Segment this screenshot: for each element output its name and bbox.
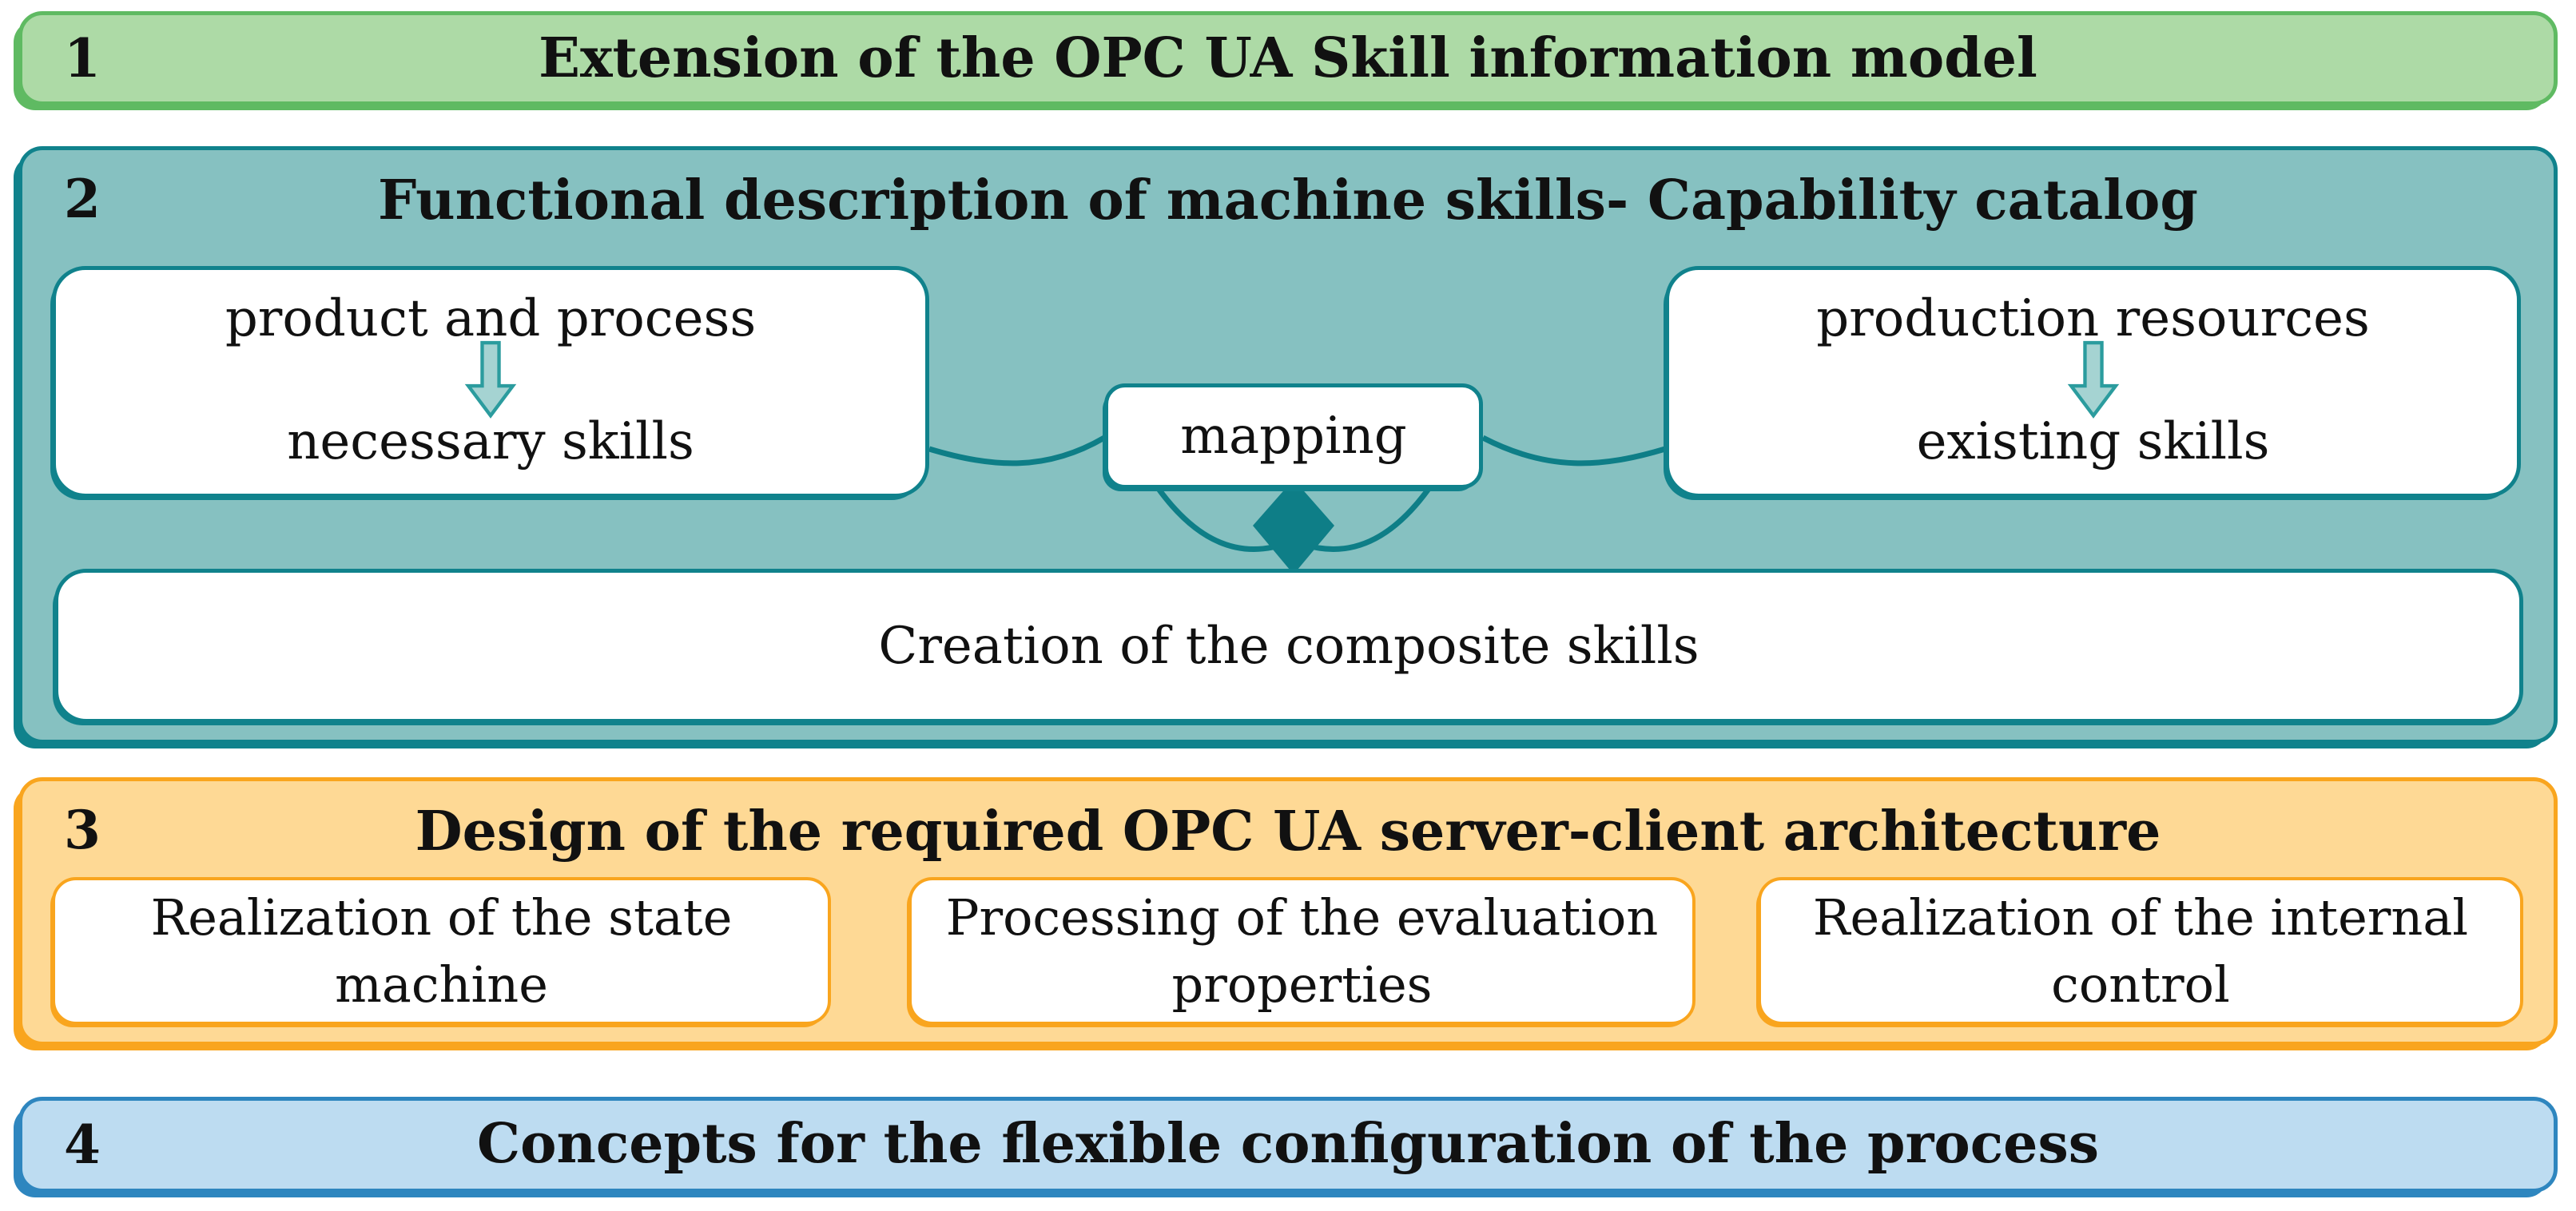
connector-right-to-mapping	[1481, 435, 1667, 467]
necessary-skills-label: necessary skills	[287, 411, 694, 471]
state-machine-label: Realization of the state machine	[150, 887, 733, 1014]
connector-mapping-down-right	[1314, 486, 1431, 553]
down-arrow-icon	[464, 341, 517, 419]
step-2-number: 2	[64, 168, 101, 230]
down-arrow-icon	[2067, 341, 2119, 419]
existing-skills-label: existing skills	[1916, 411, 2270, 471]
composite-skills-label: Creation of the composite skills	[878, 616, 1699, 676]
step-1-title: Extension of the OPC UA Skill informatio…	[539, 26, 2037, 90]
product-process-box: product and process necessary skills	[52, 266, 929, 498]
step-4-band: 4 Concepts for the flexible configuratio…	[18, 1097, 2558, 1193]
mapping-box: mapping	[1104, 383, 1483, 489]
evaluation-properties-label: Processing of the evaluation properties	[945, 887, 1659, 1014]
step-1-number: 1	[64, 27, 101, 89]
evaluation-properties-box: Processing of the evaluation properties	[908, 877, 1695, 1025]
step-1-band: 1 Extension of the OPC UA Skill informat…	[18, 11, 2558, 105]
product-process-label: product and process	[225, 289, 757, 348]
connector-mapping-down-left	[1156, 486, 1274, 553]
diamond-arrowhead-icon	[1253, 479, 1334, 574]
step-4-title: Concepts for the flexible configuration …	[476, 1112, 2100, 1176]
connector-left-to-mapping	[928, 435, 1106, 467]
composite-skills-box: Creation of the composite skills	[54, 569, 2523, 723]
step-2-title: Functional description of machine skills…	[378, 169, 2198, 232]
internal-control-box: Realization of the internal control	[1758, 877, 2523, 1025]
mapping-label: mapping	[1180, 407, 1407, 466]
internal-control-label: Realization of the internal control	[1812, 887, 2469, 1014]
step-3-panel: 3 Design of the required OPC UA server-c…	[18, 777, 2558, 1046]
production-resources-label: production resources	[1816, 289, 2370, 348]
step-3-title: Design of the required OPC UA server-cli…	[415, 800, 2161, 864]
state-machine-box: Realization of the state machine	[52, 877, 831, 1025]
production-resources-box: production resources existing skills	[1665, 266, 2521, 498]
step-2-panel: 2 Functional description of machine skil…	[18, 146, 2558, 744]
step-4-number: 4	[64, 1114, 101, 1176]
step-3-number: 3	[64, 799, 101, 861]
